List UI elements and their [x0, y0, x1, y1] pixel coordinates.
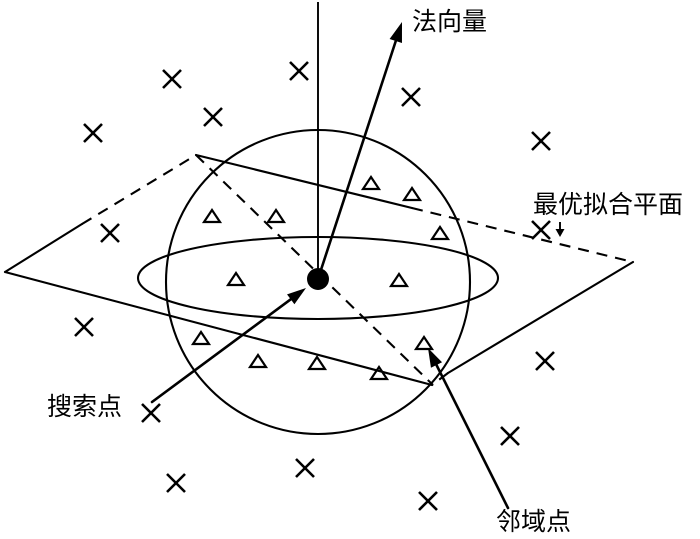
label-neighbor-points: 邻域点: [496, 507, 571, 536]
best-fit-plane-outline: [3, 153, 635, 387]
cross-stroke: [166, 473, 186, 493]
neighbor-point-triangle: [401, 186, 423, 202]
search-point-dot: [307, 268, 329, 290]
neighbor-triangle-marker-layer: [190, 175, 451, 381]
neighbor-point-triangle: [360, 175, 382, 191]
cross-stroke: [500, 426, 520, 446]
cross-stroke: [74, 317, 94, 337]
neighbor-point-triangle: [247, 353, 269, 369]
label-best-fit-plane: 最优拟合平面: [533, 190, 683, 219]
outlier-point-cross: [531, 131, 551, 151]
outlier-point-cross: [289, 61, 309, 81]
search-point-arrow: [150, 288, 306, 404]
plane-edge-top-left-dashed: [81, 154, 197, 225]
neighbor-point-triangle: [429, 225, 451, 241]
outlier-point-cross: [203, 107, 223, 127]
best-fit-plane-leader-arrowhead: [555, 229, 565, 237]
outlier-point-cross: [295, 458, 315, 478]
plane-edge-bottom-right-dashed: [431, 372, 449, 386]
outlier-point-cross: [83, 123, 103, 143]
neighbor-point-arrow: [428, 348, 510, 510]
outlier-point-cross: [418, 491, 438, 511]
neighbor-point-arrowhead: [428, 348, 443, 368]
cross-stroke: [141, 403, 161, 423]
outlier-point-cross: [166, 473, 186, 493]
normal-vector-shaft: [316, 39, 398, 281]
neighbor-point-triangle: [306, 355, 328, 371]
cross-stroke: [83, 123, 103, 143]
cross-stroke: [295, 458, 315, 478]
cross-stroke: [100, 223, 120, 243]
outlier-point-cross: [141, 403, 161, 423]
neighbor-point-triangle: [225, 271, 247, 287]
outlier-cross-marker-layer: [74, 61, 555, 511]
neighbor-point-triangle: [201, 208, 223, 224]
best-fit-plane-leader: [555, 222, 565, 237]
neighbor-point-leader-shaft: [435, 363, 510, 510]
plane-edge-bottom-left-solid: [3, 270, 434, 387]
neighbor-point-triangle: [190, 330, 212, 346]
neighbor-point-triangle: [368, 365, 390, 381]
neighbor-point-triangle: [413, 335, 435, 351]
label-normal-vector: 法向量: [412, 7, 487, 36]
cross-stroke: [289, 61, 309, 81]
search-point-arrowhead: [287, 288, 306, 305]
cross-stroke: [162, 69, 182, 89]
search-point-leader-shaft: [150, 298, 293, 404]
plane-edge-bottom-right-solid: [446, 260, 635, 375]
outlier-point-cross: [162, 69, 182, 89]
outlier-point-cross: [500, 426, 520, 446]
plane-edge-top-right-solid: [194, 153, 414, 210]
outlier-point-cross: [535, 351, 555, 371]
neighbor-point-triangle: [388, 272, 410, 288]
normal-vector-arrowhead: [389, 22, 402, 44]
neighbor-point-triangle: [265, 208, 287, 224]
outlier-point-cross: [531, 220, 551, 240]
cross-stroke: [203, 107, 223, 127]
normal-vector-arrow: [316, 22, 402, 281]
cross-stroke: [418, 491, 438, 511]
label-search-point: 搜索点: [47, 392, 122, 421]
outlier-point-cross: [401, 87, 421, 107]
cross-stroke: [535, 351, 555, 371]
cross-stroke: [531, 220, 551, 240]
cross-stroke: [401, 87, 421, 107]
plane-chord-inside-sphere: [195, 154, 434, 386]
cross-stroke: [531, 131, 551, 151]
plane-edge-top-left-solid: [3, 222, 84, 274]
outlier-point-cross: [74, 317, 94, 337]
outlier-point-cross: [100, 223, 120, 243]
